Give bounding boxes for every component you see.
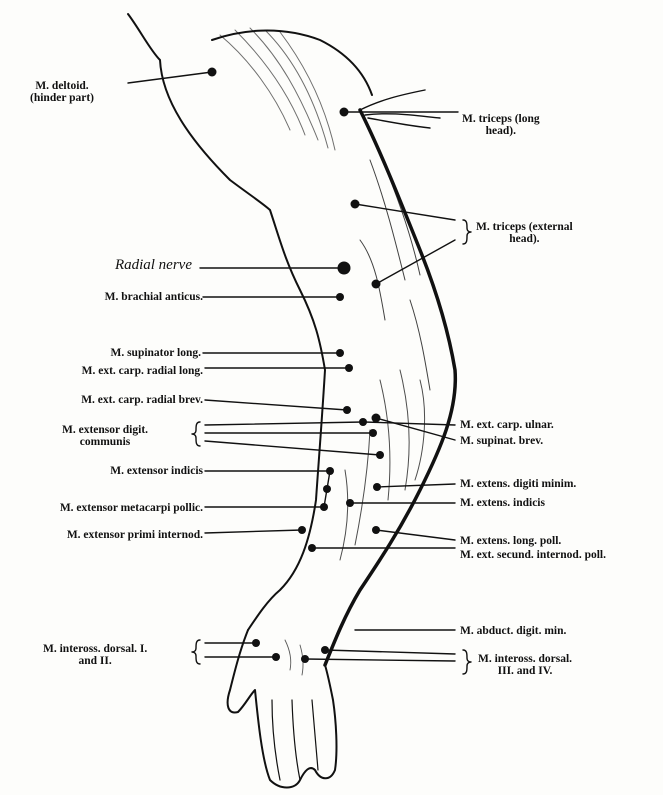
label-extensor-primi-internod: M. extensor primi internod.	[67, 529, 203, 541]
point-triceps-long	[340, 108, 349, 117]
label-triceps-long-line1: M. triceps (long	[462, 113, 540, 125]
point-extensor-metacarpi-2	[320, 503, 328, 511]
point-inteross-4	[321, 646, 329, 654]
label-triceps-long-line2: head).	[462, 125, 540, 137]
arm-front-outline	[325, 110, 455, 665]
point-brachial-anticus	[336, 293, 344, 301]
label-extensor-metacarpi-pollic: M. extensor metacarpi pollic.	[60, 502, 203, 514]
label-extens-digiti-minim: M. extens. digiti minim.	[460, 478, 576, 490]
label-extens-indicis-right: M. extens. indicis	[460, 497, 545, 509]
label-ext-carp-radial-long: M. ext. carp. radial long.	[82, 365, 203, 377]
label-extensor-digit-line1: M. extensor digit.	[62, 424, 148, 436]
point-inteross-3	[301, 655, 309, 663]
label-triceps-long: M. triceps (long head).	[462, 113, 540, 137]
label-radial-nerve: Radial nerve	[115, 259, 192, 271]
point-extensor-digit-3	[376, 451, 384, 459]
label-extensor-digit-line2: communis	[62, 436, 148, 448]
point-inteross-1	[252, 639, 260, 647]
point-ext-carp-radial-long	[345, 364, 353, 372]
point-extensor-digit-2	[369, 429, 377, 437]
label-ext-secund-internod-poll: M. ext. secund. internod. poll.	[460, 549, 606, 561]
label-triceps-external-line2: head).	[476, 233, 573, 245]
brace-inteross-3-4	[463, 650, 471, 674]
label-abduct-digit-min: M. abduct. digit. min.	[460, 625, 566, 637]
brace-inteross-1-2	[192, 640, 200, 664]
label-inteross-1-2-line2: and II.	[43, 655, 147, 667]
point-extensor-primi-internod	[298, 526, 306, 534]
label-inteross-3-4-line2: III. and IV.	[478, 665, 572, 677]
label-brachial-anticus: M. brachial anticus.	[105, 291, 203, 303]
label-extensor-indicis-left: M. extensor indicis	[110, 465, 203, 477]
point-ext-carp-radial-brev	[343, 406, 351, 414]
point-deltoid	[208, 68, 217, 77]
point-extensor-indicis	[326, 467, 334, 475]
shoulder-hatching	[220, 28, 335, 150]
label-inteross-1-2-line1: M. inteross. dorsal. I.	[43, 643, 147, 655]
point-radial-nerve	[338, 262, 351, 275]
point-extens-indicis	[346, 499, 354, 507]
hand-outline	[228, 630, 337, 788]
brace-triceps-external	[463, 220, 471, 244]
label-extensor-digit-communis: M. extensor digit. communis	[62, 424, 148, 448]
point-ext-carp-ulnar	[372, 414, 381, 423]
label-inteross-dorsal-3-4: M. inteross. dorsal. III. and IV.	[478, 653, 572, 677]
motor-points	[208, 68, 385, 664]
point-triceps-external-1	[351, 200, 360, 209]
label-inteross-dorsal-1-2: M. inteross. dorsal. I. and II.	[43, 643, 147, 667]
label-triceps-external: M. triceps (external head).	[476, 221, 573, 245]
point-extens-long-poll	[372, 526, 380, 534]
label-supinator-long: M. supinator long.	[110, 347, 201, 359]
point-extens-digiti-minim	[373, 483, 381, 491]
point-inteross-2	[272, 653, 280, 661]
label-inteross-3-4-line1: M. inteross. dorsal.	[478, 653, 572, 665]
label-deltoid: M. deltoid. (hinder part)	[30, 80, 94, 104]
label-supinat-brev: M. supinat. brev.	[460, 435, 543, 447]
brace-extensor-digit	[192, 422, 200, 446]
label-deltoid-line2: (hinder part)	[30, 92, 94, 104]
label-ext-carp-ulnar: M. ext. carp. ulnar.	[460, 419, 554, 431]
point-extensor-metacarpi-1	[323, 485, 331, 493]
point-ext-secund-internod	[308, 544, 316, 552]
point-triceps-external-2	[372, 280, 381, 289]
label-triceps-external-line1: M. triceps (external	[476, 221, 573, 233]
label-deltoid-line1: M. deltoid.	[30, 80, 94, 92]
point-supinator-long	[336, 349, 344, 357]
point-extensor-digit-1	[359, 418, 367, 426]
hand-shading	[285, 640, 303, 675]
label-extens-long-poll: M. extens. long. poll.	[460, 535, 561, 547]
label-ext-carp-radial-brev: M. ext. carp. radial brev.	[81, 394, 203, 406]
